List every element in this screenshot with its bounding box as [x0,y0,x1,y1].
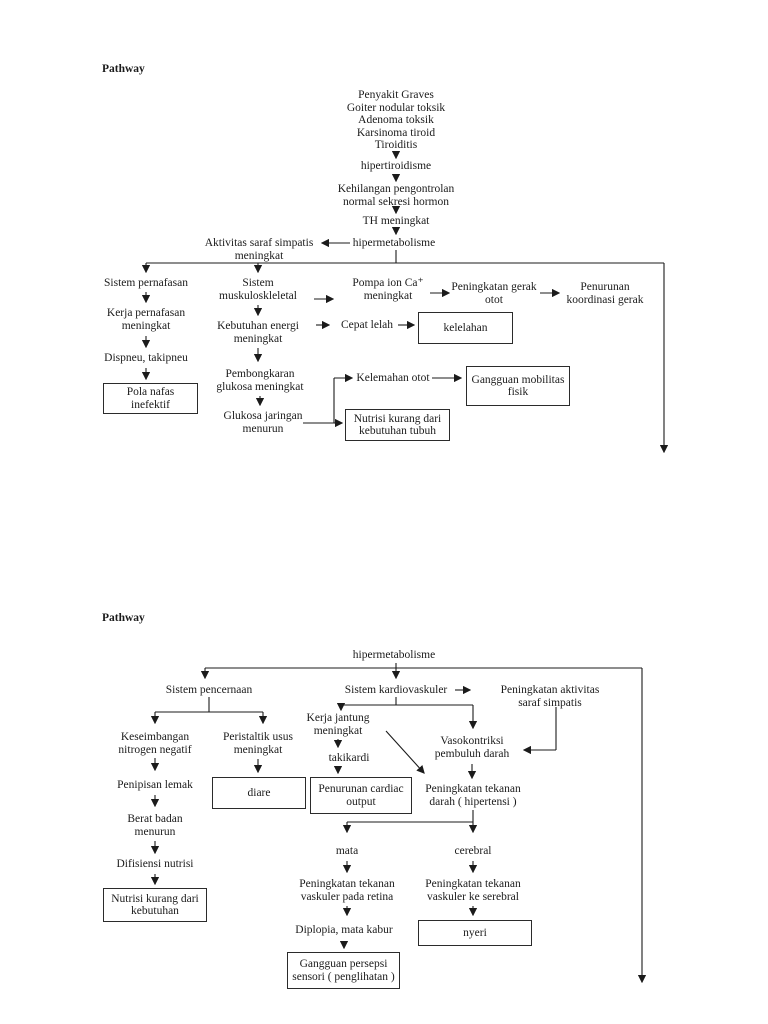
box-nyeri: nyeri [418,920,532,946]
node-th-meningkat: TH meningkat [362,215,430,227]
node-sistem-pencernaan: Sistem pencernaan [165,684,253,696]
box-nutrisi-kurang-tubuh: Nutrisi kurang dari kebutuhan tubuh [345,409,450,441]
box-gangguan-mobilitas-fisik: Gangguan mobilitas fisik [466,366,570,406]
page1-heading: Pathway [102,63,145,75]
node-peningkatan-aktivitas-saraf: Peningkatan aktivitas saraf simpatis [500,684,600,709]
node-hipermetabolisme-p2: hipermetabolisme [352,649,436,661]
node-cerebral: cerebral [454,845,492,857]
node-aktivitas-saraf-simpatis: Aktivitas saraf simpatis meningkat [204,237,314,262]
node-vasokontriksi: Vasokontriksi pembuluh darah [434,735,510,760]
node-takikardi: takikardi [328,752,370,764]
page2-arrows [150,663,647,984]
node-kerja-jantung: Kerja jantung meningkat [306,712,370,737]
node-sistem-kardiovaskuler: Sistem kardiovaskuler [344,684,448,696]
node-berat-badan-menurun: Berat badan menurun [127,813,183,838]
node-cepat-lelah: Cepat lelah [340,319,394,331]
node-dispneu-takipneu: Dispneu, takipneu [104,352,188,364]
box-penurunan-cardiac-output: Penurunan cardiac output [310,777,412,814]
node-keseimbangan-nitrogen: Keseimbangan nitrogen negatif [118,731,192,756]
node-mata: mata [335,845,359,857]
node-diplopia-mata-kabur: Diplopia, mata kabur [295,924,393,936]
node-glukosa-jaringan: Glukosa jaringan menurun [223,410,303,435]
node-sistem-pernafasan: Sistem pernafasan [104,277,188,289]
node-hipermetabolisme-p1: hipermetabolisme [352,237,436,249]
box-pola-nafas-inefektif: Pola nafas inefektif [103,383,198,414]
box-nutrisi-kurang-kebutuhan: Nutrisi kurang dari kebutuhan [103,888,207,922]
node-tekanan-vaskuler-serebral: Peningkatan tekanan vaskuler ke serebral [425,878,521,903]
node-kehilangan-pengontrolan: Kehilangan pengontrolan normal sekresi h… [337,183,455,208]
node-difisiensi-nutrisi: Difisiensi nutrisi [116,858,194,870]
node-kerja-pernafasan: Kerja pernafasan meningkat [106,307,186,332]
node-kebutuhan-energi: Kebutuhan energi meningkat [217,320,299,345]
node-sistem-muskuloskleletal: Sistem muskuloskleletal [219,277,297,302]
node-peningkatan-gerak-otot: Peningkatan gerak otot [451,281,537,306]
node-hipertiroidisme: hipertiroidisme [360,160,432,172]
page2-heading: Pathway [102,612,145,624]
box-diare: diare [212,777,306,809]
node-kelemahan-otot: Kelemahan otot [356,372,430,384]
box-kelelahan: kelelahan [418,312,513,344]
node-pembongkaran-glukosa: Pembongkaran glukosa meningkat [216,368,304,393]
box-gangguan-persepsi-sensori: Gangguan persepsi sensori ( penglihatan … [287,952,400,989]
node-pompa-ion-ca: Pompa ion Ca⁺ meningkat [352,277,424,302]
node-penipisan-lemak: Penipisan lemak [117,779,193,791]
node-peningkatan-tekanan-darah: Peningkatan tekanan darah ( hipertensi ) [425,783,521,808]
node-peristaltik-usus: Peristaltik usus meningkat [223,731,293,756]
node-etiology-list: Penyakit Graves Goiter nodular toksik Ad… [346,89,446,151]
node-penurunan-koordinasi: Penurunan koordinasi gerak [566,281,644,306]
node-tekanan-vaskuler-retina: Peningkatan tekanan vaskuler pada retina [299,878,395,903]
